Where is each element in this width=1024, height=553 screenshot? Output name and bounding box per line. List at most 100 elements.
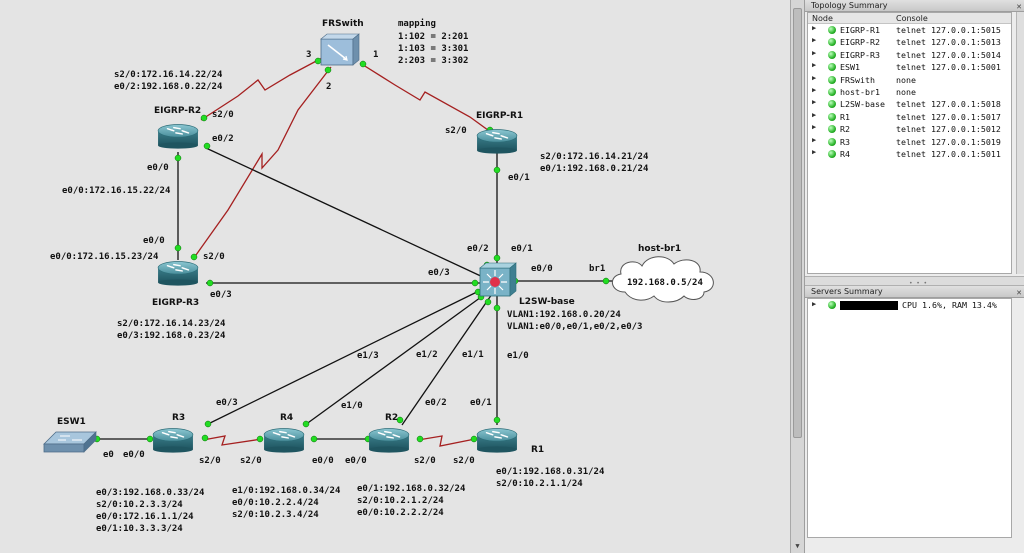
svg-text:s2/0:172.16.14.22/24: s2/0:172.16.14.22/24 <box>114 70 223 80</box>
expand-arrow-icon[interactable]: ▶ <box>812 123 817 132</box>
node-name: FRSwith <box>840 74 875 85</box>
svg-text:e0/3:192.168.0.33/24: e0/3:192.168.0.33/24 <box>96 488 205 498</box>
router-icon-r2[interactable] <box>368 427 410 453</box>
topology-summary-title[interactable]: Topology Summary ✕ <box>805 0 1024 12</box>
expand-arrow-icon[interactable]: ▶ <box>812 98 817 107</box>
node-name: EIGRP-R2 <box>840 37 880 48</box>
svg-text:e0/0:10.2.2.2/24: e0/0:10.2.2.2/24 <box>357 508 444 518</box>
scroll-down-icon[interactable]: ▼ <box>795 542 800 550</box>
server-row[interactable]: ▶ CPU 1.6%, RAM 13.4% <box>808 299 1011 312</box>
svg-text:s2/0: s2/0 <box>199 456 221 466</box>
svg-text:e0/0:172.16.1.1/24: e0/0:172.16.1.1/24 <box>96 512 194 522</box>
node-name: R4 <box>840 148 850 159</box>
link-l2sw-r4 <box>304 291 489 426</box>
tree-rows: ▶ EIGRP-R1 telnet 127.0.0.1:5015 ▶ EIGRP-R2 t… <box>808 24 1011 160</box>
svg-text:e0/0:172.16.15.23/24: e0/0:172.16.15.23/24 <box>50 252 159 262</box>
tree-scrollbar[interactable] <box>1016 12 1024 274</box>
link-fr-r3 <box>195 66 332 256</box>
router-icon-eigrp-r3[interactable] <box>157 260 199 286</box>
svg-text:s2/0:10.2.3.4/24: s2/0:10.2.3.4/24 <box>232 510 319 520</box>
link-fr-r1 <box>359 62 493 134</box>
expand-arrow-icon[interactable]: ▶ <box>812 110 817 119</box>
svg-text:s2/0: s2/0 <box>203 252 225 262</box>
cloud-icon[interactable] <box>612 256 714 303</box>
servers-summary-title[interactable]: Servers Summary ✕ <box>805 286 1024 298</box>
link-r2-l2sw <box>205 147 486 279</box>
topology-summary-dock: Topology Summary ✕ Node Console ▶EIGRP-R… <box>805 0 1024 276</box>
node-name: host-br1 <box>840 86 880 97</box>
port-labels: 3 1 2 s2/0 e0/2 e0/0 s2/0 e0/1 e0/0 s2/0… <box>103 50 605 466</box>
topology-graph[interactable]: mapping 1:102 = 2:201 1:103 = 3:301 2:20… <box>0 0 790 553</box>
router-icon-eigrp-r1[interactable] <box>476 128 518 154</box>
svg-text:e0/2: e0/2 <box>212 134 234 144</box>
scrollbar-thumb[interactable] <box>793 8 802 438</box>
topology-canvas[interactable]: mapping 1:102 = 2:201 1:103 = 3:301 2:20… <box>0 0 790 553</box>
svg-text:e0/2: e0/2 <box>425 398 447 408</box>
router-icon-eigrp-r2[interactable] <box>157 123 199 149</box>
dock-splitter[interactable]: • • • <box>805 276 1024 287</box>
svg-text:2: 2 <box>326 82 331 92</box>
expand-arrow-icon[interactable]: ▶ <box>812 36 817 45</box>
router-icon-r3[interactable] <box>152 427 194 453</box>
node-console: telnet 127.0.0.1:5012 <box>896 124 1001 135</box>
topology-summary-tree[interactable]: Node Console ▶ EIGRP-R1 telnet 127.0.0.1:5… <box>807 12 1012 274</box>
frame-relay-switch-icon[interactable] <box>320 33 360 66</box>
svg-text:e0/1:192.168.0.32/24: e0/1:192.168.0.32/24 <box>357 484 466 494</box>
tree-row-node[interactable]: ▶ R4 telnet 127.0.0.1:5011 <box>808 148 1011 160</box>
svg-text:1: 1 <box>373 50 378 60</box>
svg-text:e0/0:172.16.15.22/24: e0/0:172.16.15.22/24 <box>62 186 171 196</box>
svg-text:e1/0:192.168.0.34/24: e1/0:192.168.0.34/24 <box>232 486 341 496</box>
expand-arrow-icon[interactable]: ▶ <box>812 300 817 308</box>
node-console: telnet 127.0.0.1:5001 <box>896 62 1001 73</box>
router-icon-r1[interactable] <box>476 427 518 453</box>
expand-arrow-icon[interactable]: ▶ <box>812 147 817 156</box>
link-l2sw-r3 <box>205 287 486 426</box>
node-label-r1: R1 <box>531 445 544 455</box>
expand-arrow-icon[interactable]: ▶ <box>812 85 817 94</box>
expand-arrow-icon[interactable]: ▶ <box>812 24 817 32</box>
status-green-icon <box>828 125 836 134</box>
servers-summary-tree[interactable]: ▶ CPU 1.6%, RAM 13.4% <box>807 298 1012 538</box>
expand-arrow-icon[interactable]: ▶ <box>812 135 817 144</box>
svg-text:e0/1: e0/1 <box>508 173 530 183</box>
node-label-eigrp-r2: EIGRP-R2 <box>154 106 201 116</box>
svg-text:e1/3: e1/3 <box>357 351 379 361</box>
ethernet-switch-icon[interactable] <box>43 431 97 453</box>
expand-arrow-icon[interactable]: ▶ <box>812 73 817 82</box>
tree-row-node[interactable]: ▶ EIGRP-R1 telnet 127.0.0.1:5015 <box>808 24 1011 36</box>
node-console: telnet 127.0.0.1:5015 <box>896 25 1001 35</box>
col-node-header[interactable]: Node <box>812 14 833 23</box>
node-name: R3 <box>840 136 850 147</box>
right-dock-panel: Topology Summary ✕ Node Console ▶EIGRP-R… <box>804 0 1024 553</box>
multilayer-switch-icon[interactable] <box>479 262 517 297</box>
svg-text:e0/0: e0/0 <box>147 163 169 173</box>
dock-close-icon[interactable]: ✕ <box>1016 3 1022 11</box>
mapping-note: mapping 1:102 = 2:201 1:103 = 3:301 2:20… <box>398 18 468 66</box>
dock-close-icon[interactable]: ✕ <box>1016 289 1022 297</box>
svg-text:e0/1: e0/1 <box>470 398 492 408</box>
node-console: telnet 127.0.0.1:5017 <box>896 111 1001 122</box>
canvas-vertical-scrollbar[interactable]: ▼ <box>790 0 804 553</box>
node-console: telnet 127.0.0.1:5011 <box>896 148 1001 159</box>
node-name: EIGRP-R1 <box>840 25 880 35</box>
expand-arrow-icon[interactable]: ▶ <box>812 61 817 70</box>
col-console-header[interactable]: Console <box>896 14 928 23</box>
link-r2b-r1 <box>417 435 476 447</box>
expand-arrow-icon[interactable]: ▶ <box>812 48 817 57</box>
link-r3-r4 <box>202 435 263 446</box>
redacted-server-name <box>840 301 898 310</box>
node-label-r2: R2 <box>385 413 398 423</box>
router-icon-r4[interactable] <box>263 427 305 453</box>
svg-text:s2/0:172.16.14.23/24: s2/0:172.16.14.23/24 <box>117 319 226 329</box>
node-console: telnet 127.0.0.1:5014 <box>896 49 1001 60</box>
node-label-host-br1: host-br1 <box>638 244 681 254</box>
